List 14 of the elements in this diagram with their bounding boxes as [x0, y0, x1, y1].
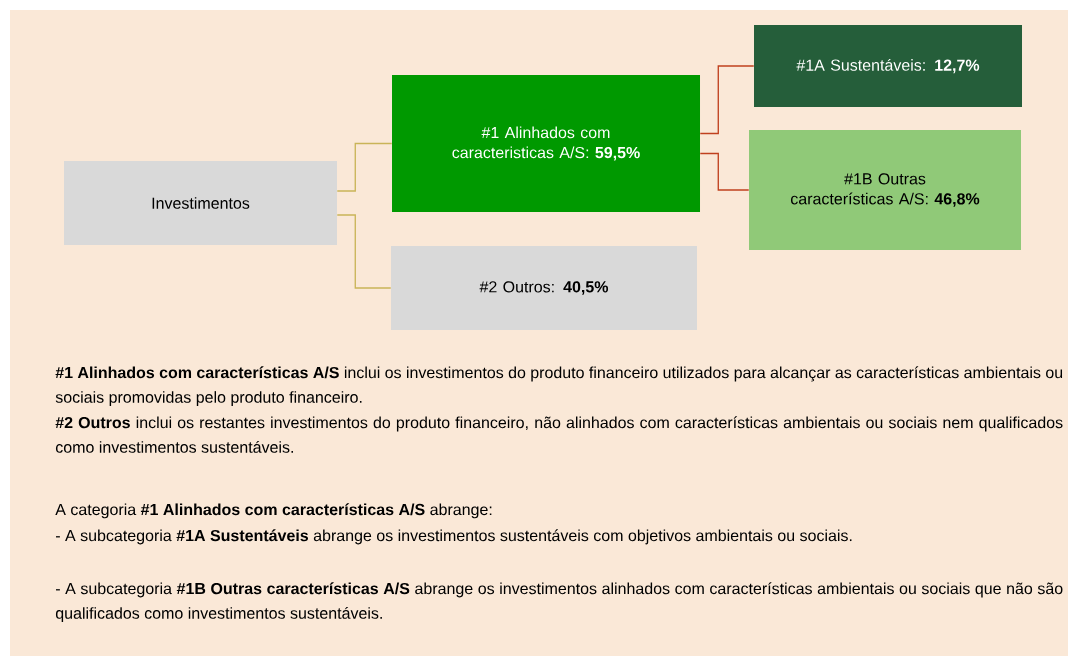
description-paragraph: #1 Alinhados com características A/S inclui os investimentos do produto financeiro utilizados para alcançar as características ambientais ou sociais promovidas pelo produto financeiro. — [55, 366, 1063, 407]
description-paragraph: #2 Outros inclui os restantes investimentos do produto financeiro, não alinhados com características ambientais ou sociais nem qualificados como investimentos sustentáveis. — [55, 416, 1063, 453]
category-box: #2 Outros: 40,5% — [391, 246, 697, 330]
connector-line — [336, 142, 393, 192]
connector-line — [699, 152, 750, 191]
category-box: #1A Sustentáveis: 12,7% — [754, 25, 1022, 107]
description-paragraph: - A subcategoria #1B Outras características A/S abrange os investimentos alinhados com características ambientais ou sociais que não são qualificados como investimentos sustentáveis. — [55, 582, 1063, 623]
description-paragraph: A categoria #1 Alinhados com características A/S abrange: — [55, 503, 492, 519]
connector-line — [336, 214, 392, 289]
description-paragraph: - A subcategoria #1A Sustentáveis abrange os investimentos sustentáveis com objetivos ambientais ou sociais. — [56, 529, 852, 545]
connector-line — [699, 65, 755, 135]
category-box: Investimentos — [64, 161, 337, 245]
category-box: #1 Alinhados com caracteristicas A/S: 59,5% — [392, 75, 700, 212]
category-box: #1B Outras características A/S: 46,8% — [749, 130, 1021, 250]
